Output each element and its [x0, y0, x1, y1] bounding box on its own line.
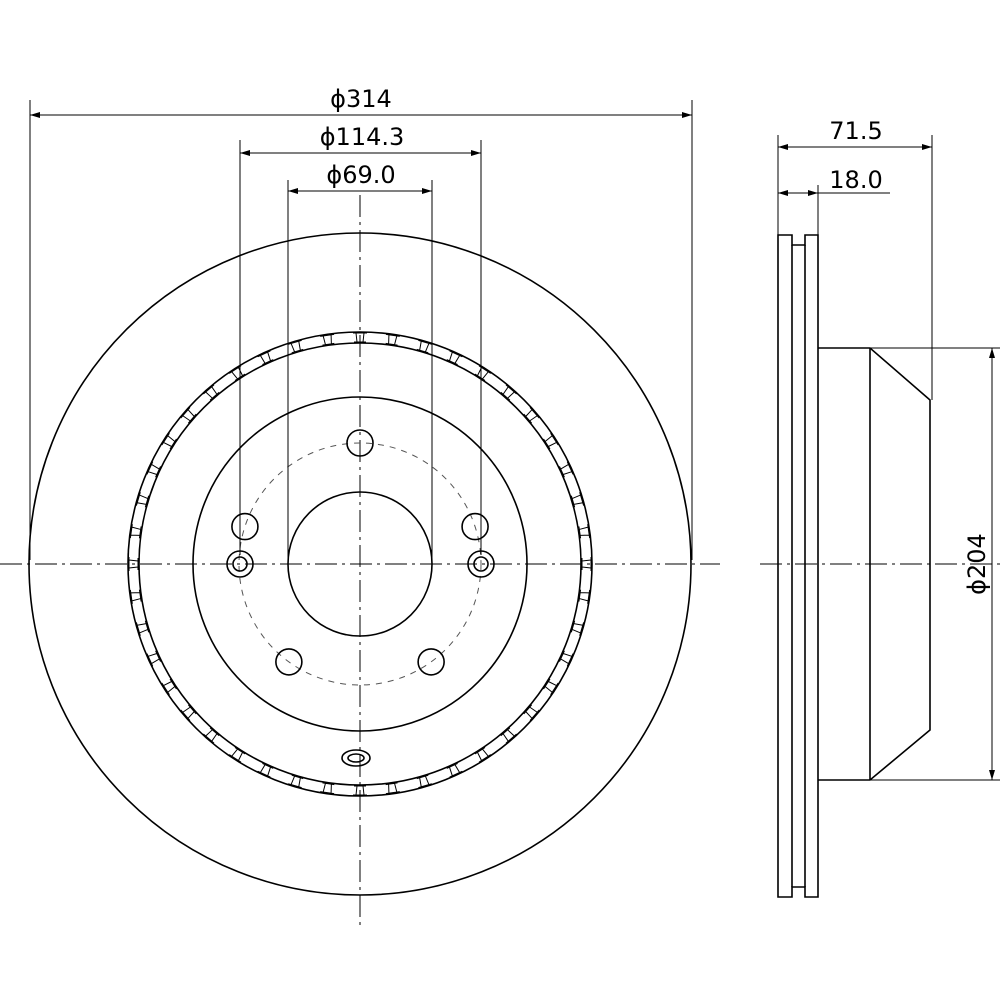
vent-slot: [416, 774, 432, 789]
bolt-circle-label: ϕ114.3: [320, 123, 405, 151]
vent-slot: [578, 589, 591, 604]
front-view: ϕ314 ϕ114.3 ϕ69.0: [0, 85, 720, 925]
vent-slot: [523, 704, 540, 721]
vent-slot: [288, 774, 304, 789]
vent-slot: [581, 557, 592, 571]
vent-slot: [161, 678, 177, 696]
disc-section: [777, 234, 819, 898]
vent-ring-outer: [127, 331, 593, 797]
side-view: 71.5 18.0 ϕ204: [760, 117, 1000, 898]
vent-slot: [320, 782, 335, 795]
bolt-hole: [461, 512, 489, 541]
vent-slot: [146, 650, 162, 667]
vent-slot: [135, 492, 150, 508]
hat-edge: [192, 396, 528, 732]
vent-slot: [385, 782, 400, 795]
bolt-hole: [346, 429, 374, 457]
vent-slot: [180, 704, 197, 721]
vent-slot: [474, 365, 492, 381]
outer-rim: [28, 232, 692, 896]
vent-slot: [446, 350, 463, 366]
vent-slot: [228, 365, 246, 381]
thickness-label: 18.0: [829, 166, 882, 194]
vent-slot: [543, 432, 559, 450]
vent-slot: [446, 762, 463, 778]
vent-slot: [523, 407, 540, 424]
vent-slot: [578, 524, 591, 539]
bolt-circle: [238, 442, 482, 686]
bolt-hole: [417, 648, 445, 676]
hat-diameter-label: ϕ204: [963, 533, 991, 595]
vent-slot: [385, 333, 400, 346]
vent-slot: [416, 339, 432, 354]
vent-slot: [500, 727, 517, 744]
vent-slot: [203, 727, 220, 744]
vent-slots: [128, 332, 592, 796]
vent-slot: [161, 432, 177, 450]
vent-slot: [180, 407, 197, 424]
vent-slot: [353, 332, 367, 343]
vent-slot: [257, 762, 274, 778]
vent-slot: [257, 350, 274, 366]
bolt-holes: [231, 429, 489, 676]
hat-section: [818, 347, 931, 781]
vent-slot: [128, 557, 139, 571]
vent-slot: [228, 747, 246, 763]
outer-diameter-label: ϕ314: [330, 85, 392, 113]
vent-slot: [320, 333, 335, 346]
vent-slot: [474, 747, 492, 763]
vent-slot: [500, 384, 517, 401]
vent-slot: [203, 384, 220, 401]
vent-slot: [129, 589, 142, 604]
vent-slot: [146, 461, 162, 478]
vent-slot: [570, 620, 585, 636]
vent-slot: [135, 620, 150, 636]
center-bore-label: ϕ69.0: [326, 161, 395, 189]
vent-slot: [543, 678, 559, 696]
bolt-hole: [231, 512, 259, 541]
vent-slot: [353, 785, 367, 796]
vent-slot: [570, 492, 585, 508]
vent-ring-inner: [138, 342, 582, 786]
total-height-label: 71.5: [829, 117, 882, 145]
bolt-hole: [275, 648, 303, 676]
vent-slot: [288, 339, 304, 354]
vent-slot: [129, 524, 142, 539]
balance-mark: [341, 749, 371, 767]
vent-slot: [558, 650, 574, 667]
vent-slot: [558, 461, 574, 478]
